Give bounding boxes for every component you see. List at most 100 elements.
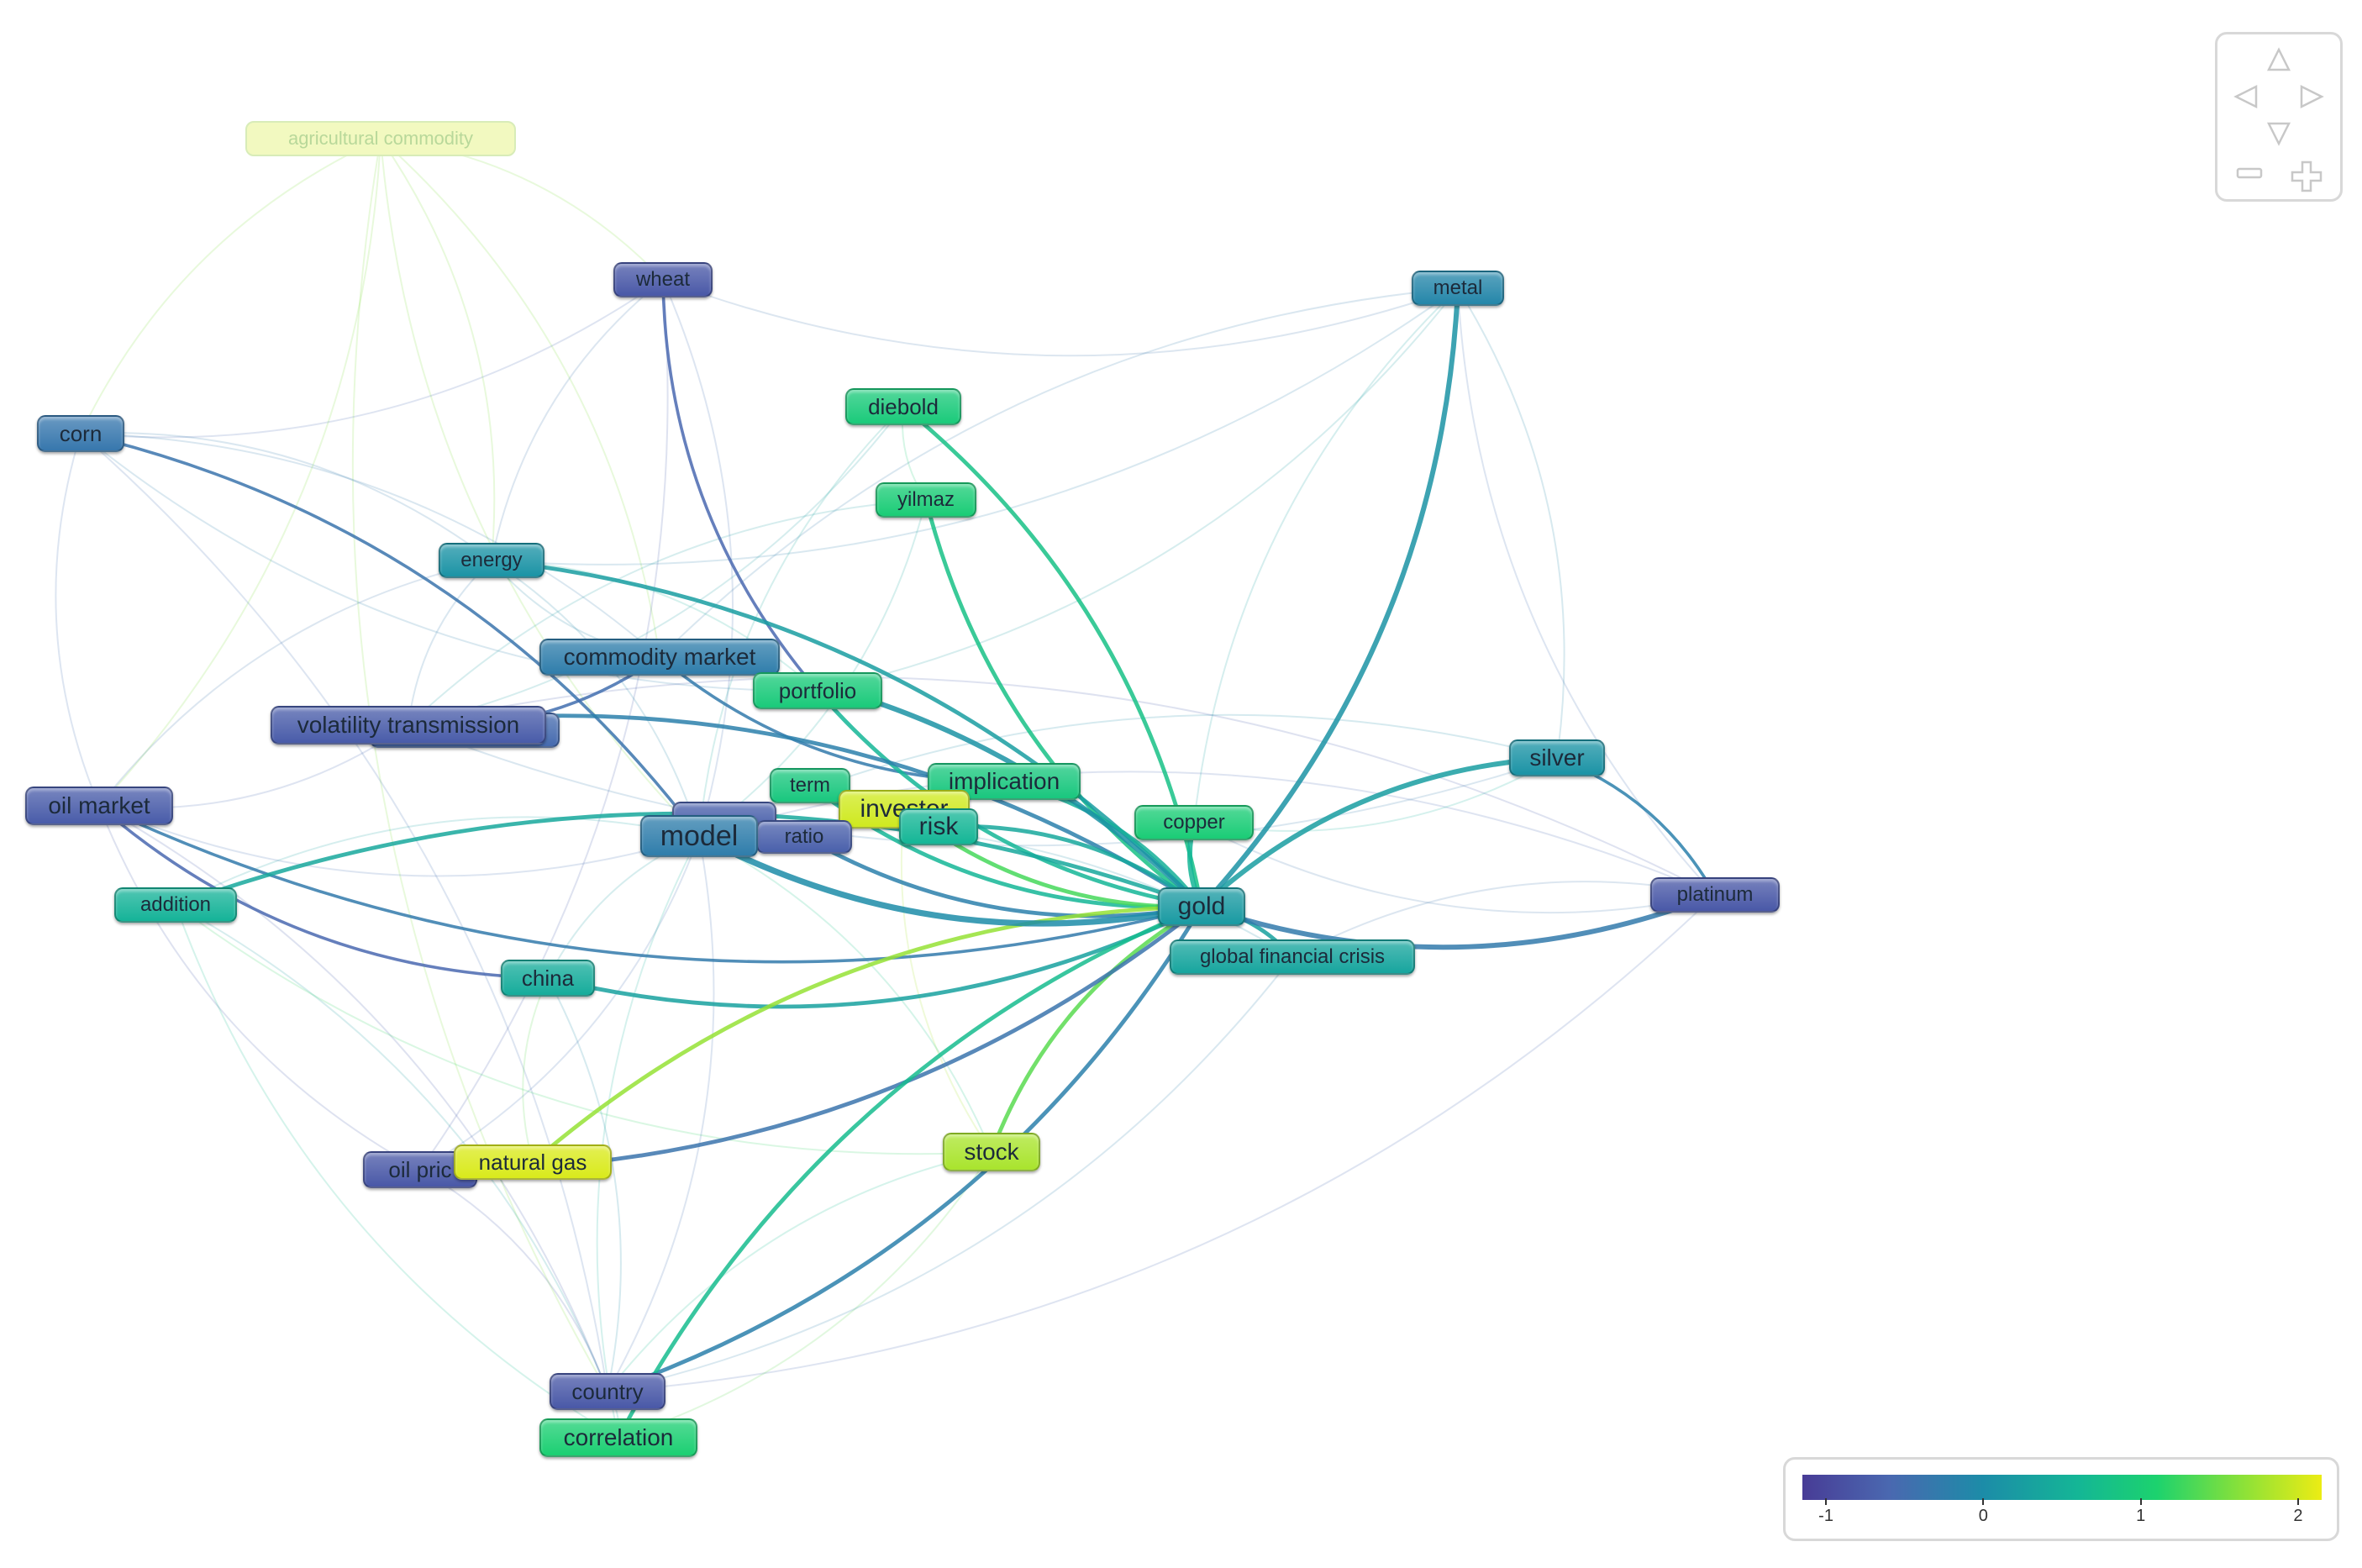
link-oil_price-model: [419, 835, 700, 1171]
node-risk[interactable]: risk: [899, 808, 978, 845]
link-gold-portfolio: [815, 688, 1204, 909]
link-gold-country: [605, 904, 1204, 1394]
link-addition-country: [175, 904, 608, 1392]
node-gold[interactable]: gold: [1158, 887, 1245, 926]
link-agri-corn: [80, 138, 381, 434]
color-scale-bar: [1802, 1475, 2322, 1500]
link-gfc-country: [607, 956, 1293, 1392]
legend-tick-mark: [1982, 1498, 1985, 1505]
legend-tick-label: 2: [2293, 1507, 2303, 1525]
navigation-control: [2215, 32, 2343, 202]
link-agri-model: [380, 138, 700, 837]
node-china[interactable]: china: [501, 960, 595, 997]
link-corn-country: [80, 433, 608, 1392]
link-metal-silver: [1457, 287, 1565, 759]
legend-tick-label: -1: [1818, 1507, 1833, 1525]
node-implication[interactable]: implication: [928, 763, 1081, 800]
link-oil_price-country: [419, 1169, 608, 1392]
link-gold-metal: [1199, 286, 1460, 909]
link-gold-oil_price: [418, 904, 1204, 1172]
link-stock-investor: [900, 808, 992, 1153]
link-platinum-country: [607, 894, 1716, 1392]
link-metal-portfolio: [817, 287, 1459, 692]
link-correlation-stock: [618, 1151, 992, 1439]
node-correlation[interactable]: correlation: [539, 1418, 697, 1457]
link-china-country: [547, 977, 622, 1392]
link-oil_market-energy: [98, 560, 492, 807]
link-wheat-oil_price: [419, 279, 669, 1171]
link-energy-model: [491, 560, 700, 837]
link-corn-model: [79, 432, 701, 838]
node-model[interactable]: model: [640, 815, 758, 857]
arrow-down-icon[interactable]: [2266, 122, 2291, 146]
link-china-natural_gas: [522, 977, 549, 1163]
node-agri[interactable]: agricultural commodity: [245, 121, 516, 156]
link-oil_market-china: [97, 804, 550, 980]
zoom-in-icon[interactable]: [2291, 160, 2323, 192]
node-natural-gas[interactable]: natural gas: [454, 1144, 612, 1180]
zoom-out-icon[interactable]: [2236, 167, 2263, 179]
node-energy[interactable]: energy: [439, 543, 544, 578]
link-gold-silver: [1199, 755, 1560, 909]
arrow-left-icon[interactable]: [2233, 84, 2258, 109]
link-silver-platinum: [1555, 756, 1717, 897]
link-gold-model: [696, 833, 1205, 927]
link-gold-platinum: [1199, 892, 1718, 950]
link-diebold-model: [698, 406, 904, 837]
link-metal-commodity_market: [659, 287, 1459, 658]
node-diebold[interactable]: diebold: [845, 388, 961, 425]
node-metal[interactable]: metal: [1412, 271, 1504, 306]
link-agri-country: [351, 138, 608, 1392]
link-diebold-volatility_transmission: [408, 406, 904, 726]
link-platinum-copper: [1193, 822, 1716, 914]
node-oil-market[interactable]: oil market: [25, 787, 173, 825]
node-yilmaz[interactable]: yilmaz: [876, 482, 976, 518]
link-addition-model: [175, 816, 700, 906]
legend-tick-mark: [2296, 1498, 2299, 1505]
link-corn-commodity_market: [80, 433, 660, 658]
link-country-model: [607, 835, 715, 1392]
arrow-up-icon[interactable]: [2266, 47, 2291, 71]
link-gold-energy: [489, 558, 1204, 909]
node-term[interactable]: term: [770, 768, 850, 803]
link-wheat-model: [662, 279, 734, 837]
link-metal-copper: [1193, 287, 1459, 823]
link-energy-volatility_transmission: [408, 560, 492, 726]
link-metal-energy: [491, 287, 1459, 566]
link-agri-commodity_market: [380, 138, 660, 658]
link-gold-oil_market: [97, 804, 1203, 964]
node-ratio[interactable]: ratio: [756, 820, 852, 854]
node-addition[interactable]: addition: [114, 887, 237, 923]
node-stock[interactable]: stock: [943, 1133, 1040, 1171]
node-platinum[interactable]: platinum: [1650, 877, 1780, 913]
link-gold-correlation: [616, 904, 1204, 1440]
node-copper[interactable]: copper: [1134, 805, 1254, 840]
node-silver[interactable]: silver: [1509, 739, 1605, 776]
link-oil_market-oil_price: [98, 805, 421, 1171]
link-wheat-portfolio: [661, 278, 819, 692]
node-wheat[interactable]: wheat: [613, 262, 713, 297]
node-portfolio[interactable]: portfolio: [753, 672, 882, 709]
link-platinum-volatility_transmission: [408, 676, 1716, 896]
node-gfc[interactable]: global financial crisis: [1170, 939, 1415, 975]
link-oil_market-country: [98, 805, 608, 1392]
node-country[interactable]: country: [550, 1373, 665, 1410]
link-corn-wheat: [80, 279, 664, 439]
link-stock-model: [698, 835, 992, 1153]
legend-tick-label: 0: [1978, 1507, 1988, 1525]
node-volatility-transmission[interactable]: volatility transmission: [271, 706, 546, 745]
arrow-right-icon[interactable]: [2300, 84, 2324, 109]
link-agri-oil_market: [98, 138, 381, 807]
link-agri-energy: [380, 138, 496, 561]
link-country-stock: [607, 1151, 992, 1392]
link-gold-china: [545, 904, 1204, 1009]
node-corn[interactable]: corn: [37, 415, 124, 452]
link-corn-energy: [80, 432, 492, 561]
node-commodity-market[interactable]: commodity market: [539, 639, 780, 676]
legend-tick-mark: [2139, 1498, 2142, 1505]
link-addition-stock: [175, 904, 992, 1155]
link-corn-oil_market: [55, 433, 100, 807]
